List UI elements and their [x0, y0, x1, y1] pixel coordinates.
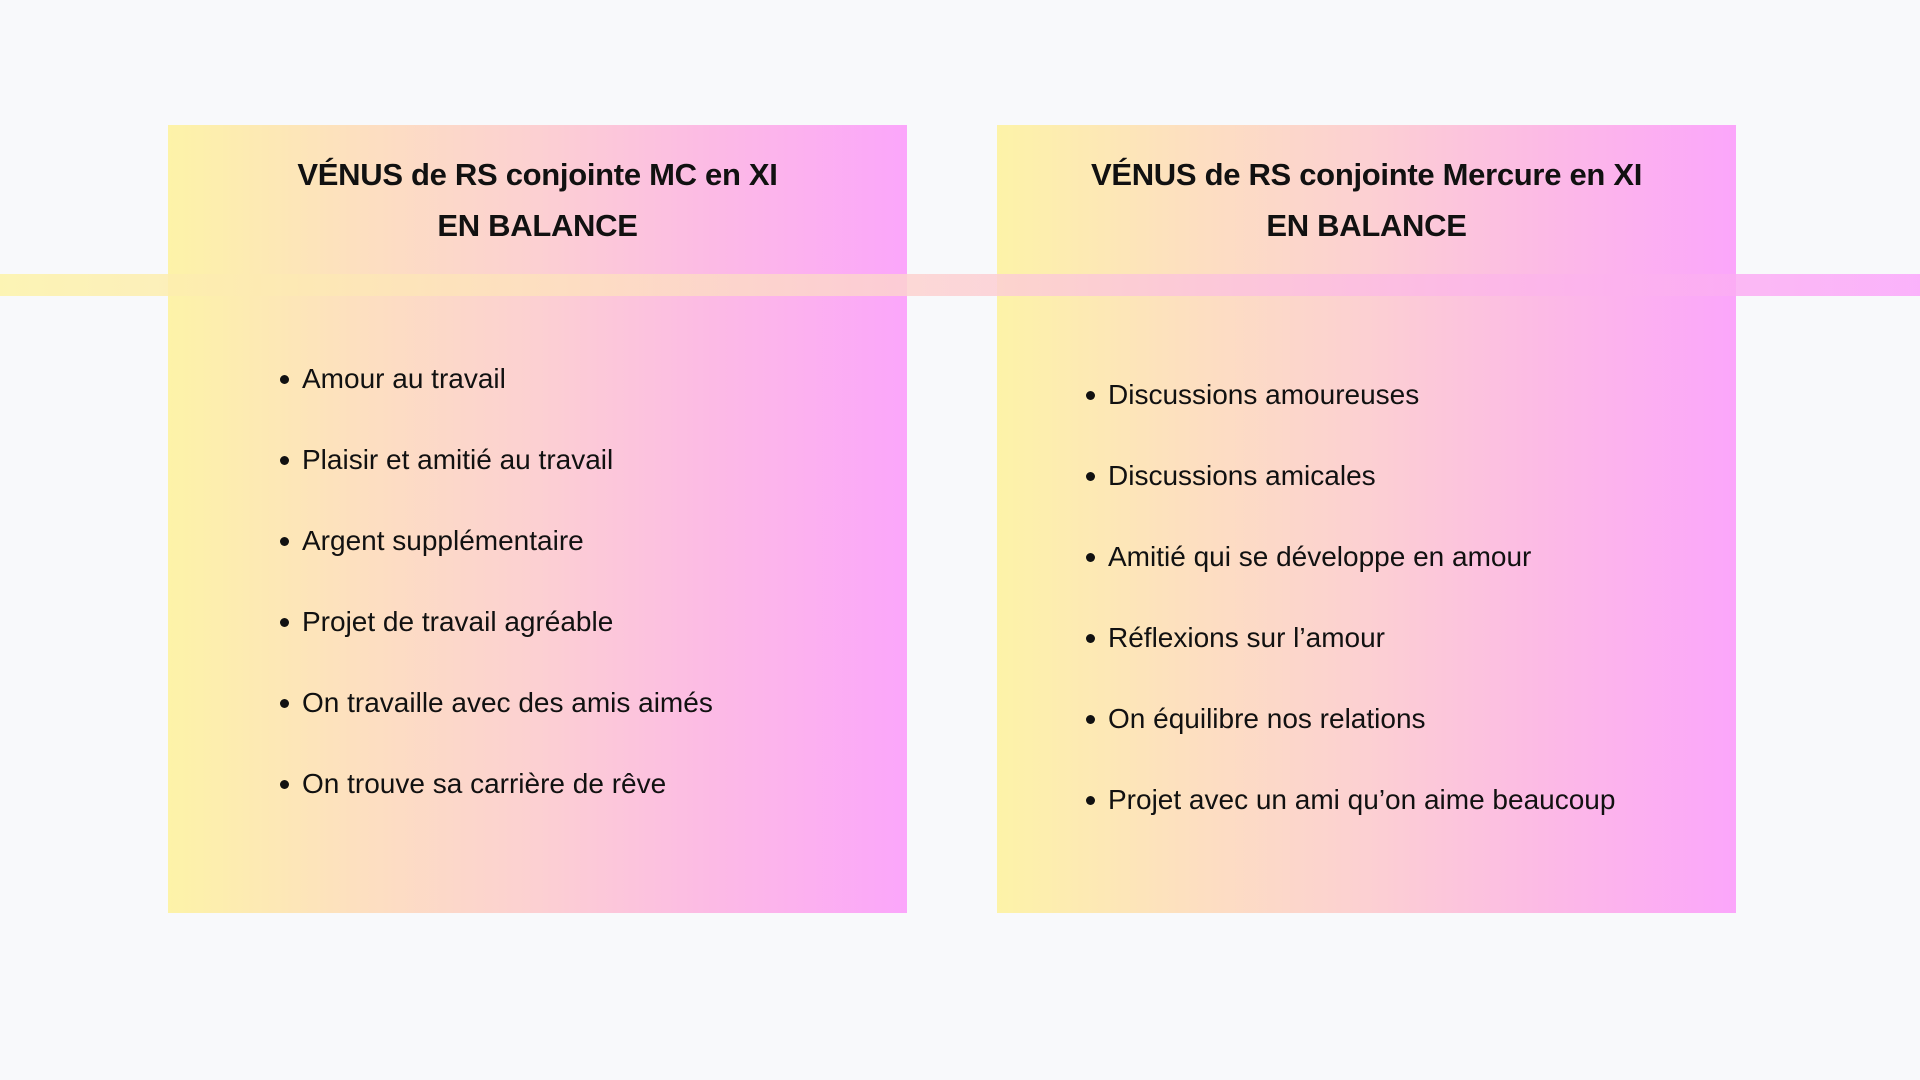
bullet-icon [1086, 553, 1095, 562]
list-item: Amour au travail [280, 361, 713, 442]
bullet-icon [1086, 634, 1095, 643]
list-item: Plaisir et amitié au travail [280, 442, 713, 523]
list-item-text: Projet de travail agréable [302, 606, 614, 637]
card-venus-mc: VÉNUS de RS conjointe MC en XI EN BALANC… [168, 125, 907, 913]
list-item: Discussions amicales [1086, 458, 1615, 539]
card-title: VÉNUS de RS conjointe MC en XI EN BALANC… [168, 149, 907, 251]
title-line-2: EN BALANCE [437, 208, 638, 243]
list-item-text: Argent supplémentaire [302, 525, 584, 556]
list-item: Discussions amoureuses [1086, 377, 1615, 458]
list-item: On trouve sa carrière de rêve [280, 766, 713, 847]
list-item: Argent supplémentaire [280, 523, 713, 604]
bullet-icon [1086, 796, 1095, 805]
list-item-text: On trouve sa carrière de rêve [302, 768, 667, 799]
list-item-text: Plaisir et amitié au travail [302, 444, 614, 475]
bullet-icon [280, 780, 289, 789]
list-item: Réflexions sur l’amour [1086, 620, 1615, 701]
bullet-icon [1086, 472, 1095, 481]
title-line-1: VÉNUS de RS conjointe Mercure en XI [1090, 157, 1643, 192]
list-item-text: Discussions amoureuses [1108, 379, 1420, 410]
list-item-text: On équilibre nos relations [1108, 703, 1426, 734]
list-item-text: Discussions amicales [1108, 460, 1376, 491]
title-line-1: VÉNUS de RS conjointe MC en XI [297, 157, 778, 192]
list-item-text: Amitié qui se développe en amour [1108, 541, 1532, 572]
bullet-icon [280, 456, 289, 465]
bullet-icon [280, 537, 289, 546]
list-item-text: Réflexions sur l’amour [1108, 622, 1385, 653]
bullet-list: Discussions amoureuses Discussions amica… [1086, 377, 1615, 863]
list-item: Amitié qui se développe en amour [1086, 539, 1615, 620]
bullet-icon [280, 699, 289, 708]
horizontal-gradient-band [0, 274, 1920, 296]
bullet-list: Amour au travail Plaisir et amitié au tr… [280, 361, 713, 847]
title-line-2: EN BALANCE [1266, 208, 1467, 243]
card-title: VÉNUS de RS conjointe Mercure en XI EN B… [997, 149, 1736, 251]
list-item-text: Projet avec un ami qu’on aime beaucoup [1108, 784, 1616, 815]
bullet-icon [1086, 715, 1095, 724]
bullet-icon [280, 618, 289, 627]
list-item-text: On travaille avec des amis aimés [302, 687, 713, 718]
list-item: On équilibre nos relations [1086, 701, 1615, 782]
bullet-icon [1086, 391, 1095, 400]
list-item-text: Amour au travail [302, 363, 506, 394]
card-venus-mercure: VÉNUS de RS conjointe Mercure en XI EN B… [997, 125, 1736, 913]
list-item: Projet avec un ami qu’on aime beaucoup [1086, 782, 1615, 863]
list-item: Projet de travail agréable [280, 604, 713, 685]
bullet-icon [280, 375, 289, 384]
list-item: On travaille avec des amis aimés [280, 685, 713, 766]
